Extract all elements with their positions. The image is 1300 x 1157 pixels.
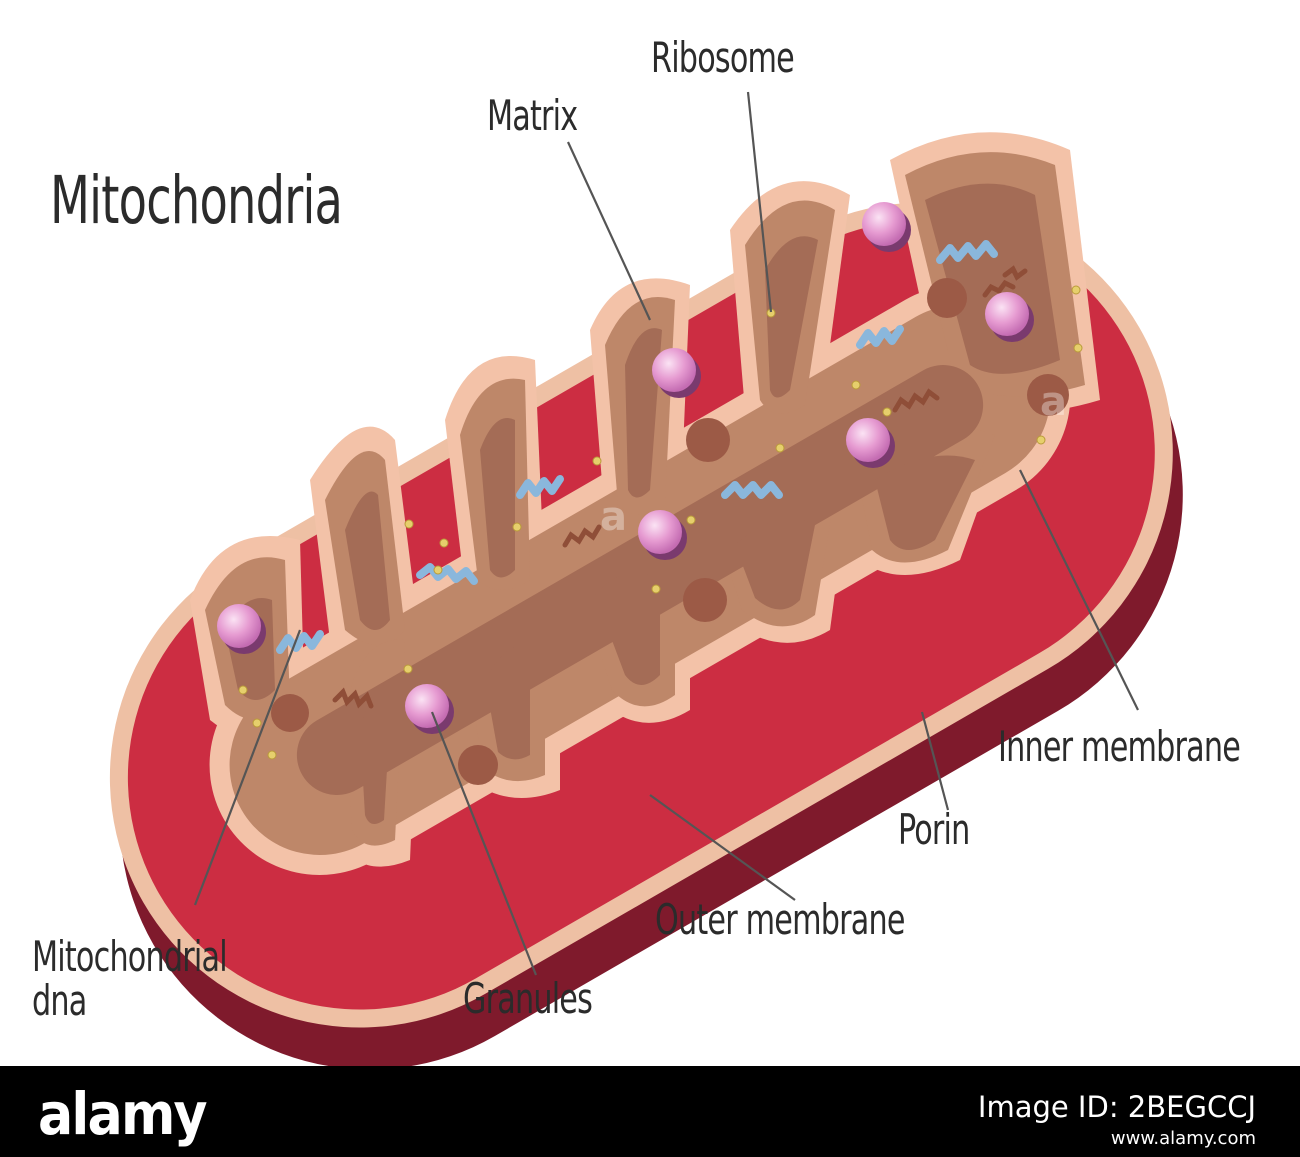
granules: [238, 285, 1083, 760]
mitochondrial-dna-leader: [193, 629, 302, 906]
stock-footer-bar: alamy Image ID: 2BEGCCJ www.alamy.com: [0, 1066, 1300, 1157]
granules-leader: [430, 711, 538, 976]
mitochondrial-dna-label: Mitochondrial dna: [32, 932, 228, 1026]
ribosomes: [217, 202, 1034, 734]
ribosome: [638, 510, 687, 560]
svg-text:a: a: [1040, 379, 1067, 425]
inner-membrane-leader: [1019, 469, 1139, 711]
image-watermarks: a a: [600, 379, 1067, 540]
porin-leader: [920, 711, 950, 811]
alamy-logo: alamy: [38, 1080, 208, 1148]
matrix-leader: [567, 141, 651, 321]
ribosome-leader: [746, 91, 773, 313]
dna-strands: [276, 240, 998, 654]
ribosome-label: Ribosome: [651, 33, 795, 82]
ribosome: [985, 292, 1034, 342]
image-id: Image ID: 2BEGCCJ: [977, 1090, 1256, 1124]
outer-membrane-label: Outer membrane: [655, 895, 905, 944]
mitochondrial-dna-label-line2: dna: [32, 976, 87, 1026]
ribosome: [846, 418, 895, 468]
matrix-blobs: [271, 278, 1069, 785]
diagram-title: Mitochondria: [50, 162, 343, 239]
footer-url: www.alamy.com: [1110, 1128, 1256, 1149]
svg-text:a: a: [600, 494, 627, 540]
porin-label: Porin: [898, 805, 970, 854]
ribosome: [652, 348, 701, 398]
granules-label: Granules: [463, 974, 593, 1023]
inner-membrane-label: Inner membrane: [998, 722, 1241, 771]
squiggles: [332, 265, 1028, 709]
mitochondrial-dna-label-line1: Mitochondrial: [32, 932, 228, 981]
ribosome: [862, 202, 911, 252]
leader-lines: [193, 91, 1139, 976]
matrix-label: Matrix: [487, 91, 578, 140]
ribosome: [217, 604, 266, 654]
outer-membrane-leader: [649, 794, 796, 901]
